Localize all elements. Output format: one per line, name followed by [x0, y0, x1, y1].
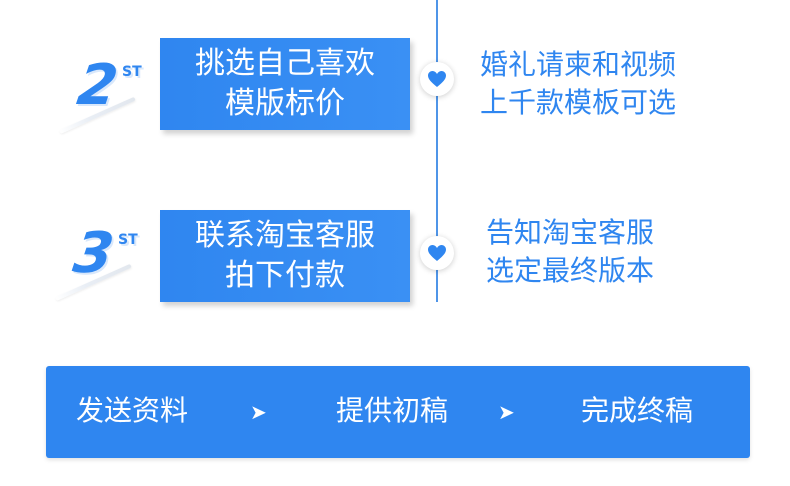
step-number-suffix: ST	[122, 64, 142, 80]
step-number-digit: 2	[73, 53, 122, 118]
heart-icon	[428, 245, 446, 261]
step-number: 2 ST	[74, 53, 142, 118]
step-description-line: 选定最终版本	[486, 254, 655, 287]
step-description-line: 上千款模板可选	[480, 86, 677, 119]
step-description-line: 告知淘宝客服	[486, 216, 655, 249]
step-description: 告知淘宝客服 选定最终版本	[486, 214, 654, 290]
flow-item-first-draft: 提供初稿	[336, 394, 449, 427]
step-description-line: 婚礼请柬和视频	[480, 48, 677, 81]
timeline-line	[436, 0, 438, 302]
flow-item-final-draft: 完成终稿	[581, 394, 694, 427]
step-title-line: 挑选自己喜欢	[195, 46, 375, 81]
step-number-suffix: ST	[118, 232, 138, 248]
timeline-marker	[420, 236, 454, 270]
step-title-line: 联系淘宝客服	[195, 218, 375, 253]
step-title-line: 拍下付款	[225, 258, 345, 293]
step-number: 3 ST	[70, 221, 138, 286]
arrow-right-icon: ➤	[498, 400, 515, 424]
heart-icon	[428, 71, 446, 87]
step-title-line: 模版标价	[225, 86, 345, 121]
arrow-right-icon: ➤	[250, 400, 267, 424]
timeline-marker	[420, 62, 454, 96]
step-title-box: 联系淘宝客服 拍下付款	[160, 210, 410, 302]
step-title-box: 挑选自己喜欢 模版标价	[160, 38, 410, 130]
step-description: 婚礼请柬和视频 上千款模板可选	[480, 46, 676, 122]
flow-item-send-materials: 发送资料	[76, 394, 189, 427]
process-flow-bar: 发送资料 ➤ 提供初稿 ➤ 完成终稿	[46, 366, 750, 458]
step-number-digit: 3	[69, 221, 118, 286]
